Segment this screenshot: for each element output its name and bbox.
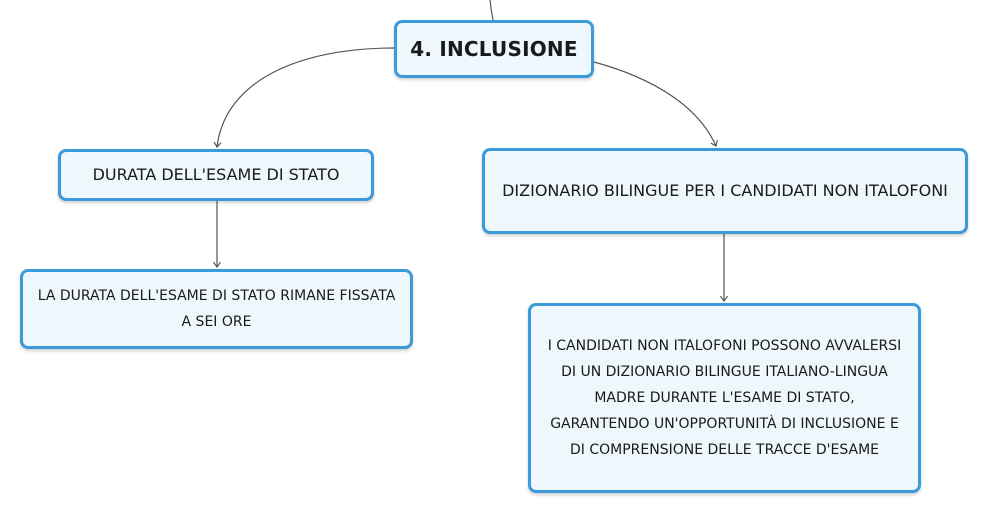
detail-node-durata[interactable]: LA DURATA DELL'ESAME DI STATO RIMANE FIS… [20, 269, 413, 349]
topic-node-label: DIZIONARIO BILINGUE PER I CANDIDATI NON … [502, 181, 948, 200]
root-node-label: 4. INCLUSIONE [410, 37, 578, 61]
detail-node-dizionario[interactable]: I CANDIDATI NON ITALOFONI POSSONO AVVALE… [528, 303, 921, 493]
detail-node-text: LA DURATA DELL'ESAME DI STATO RIMANE FIS… [37, 288, 396, 330]
connector-parent-to-root [489, 0, 494, 21]
detail-node-text: I CANDIDATI NON ITALOFONI POSSONO AVVALE… [547, 338, 902, 458]
topic-node-label: DURATA DELL'ESAME DI STATO [92, 165, 340, 184]
topic-node-durata[interactable]: DURATA DELL'ESAME DI STATO [58, 149, 374, 201]
connector-root-to-durata [217, 47, 395, 147]
connector-root-to-dizionario [593, 61, 716, 146]
root-node[interactable]: 4. INCLUSIONE [394, 20, 594, 78]
topic-node-dizionario[interactable]: DIZIONARIO BILINGUE PER I CANDIDATI NON … [482, 148, 968, 234]
